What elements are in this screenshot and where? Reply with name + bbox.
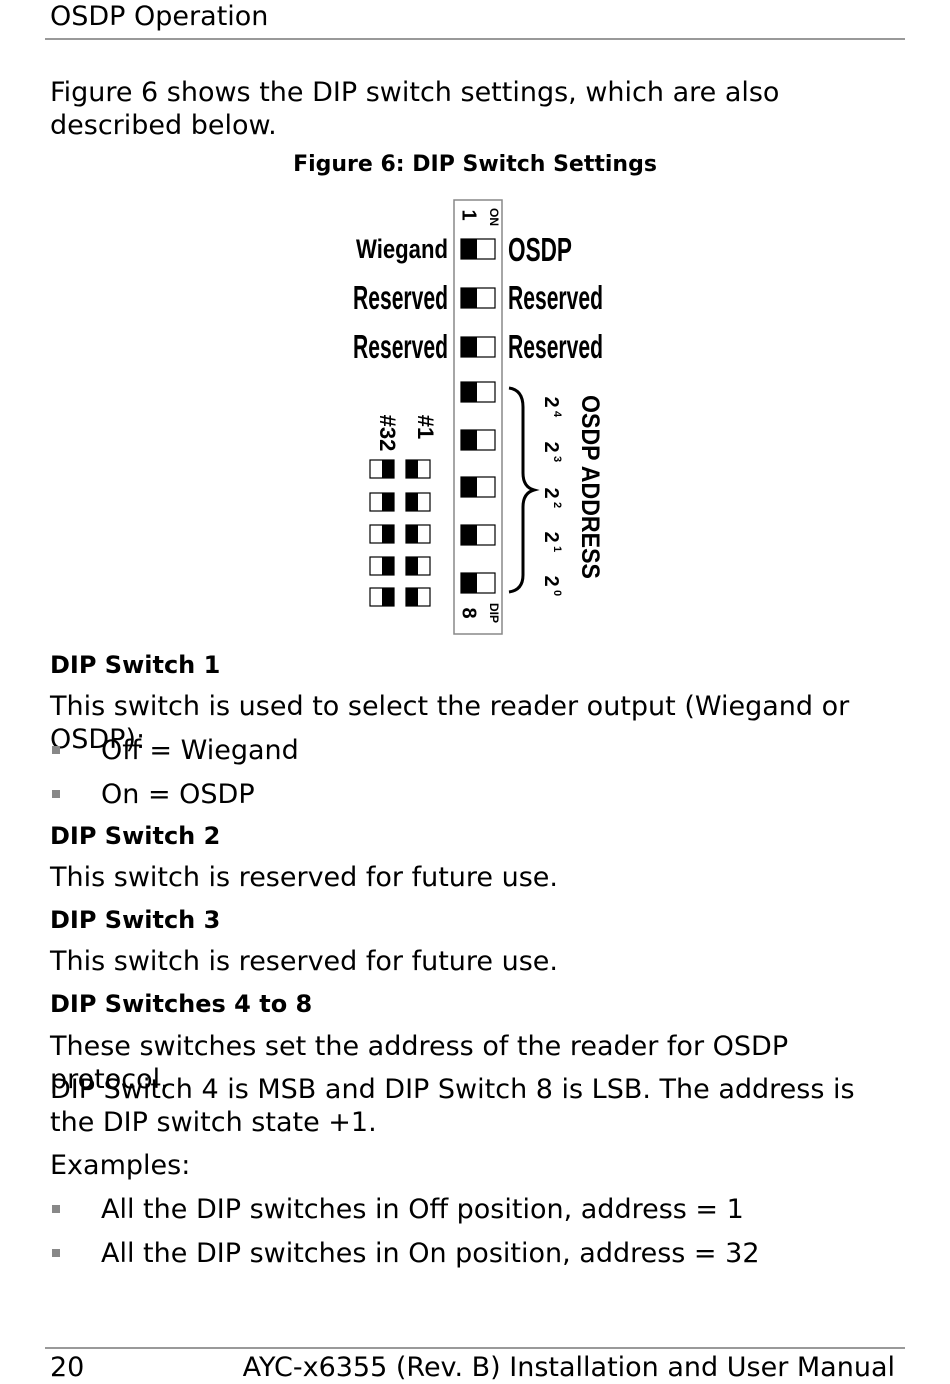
switch-5 [460,429,496,451]
row-3-right-label: Reserved [508,328,603,365]
power-label: 2 [540,575,562,586]
switch-1 [460,238,496,260]
section-text: DIP Switch 4 is MSB and DIP Switch 8 is … [50,1074,855,1138]
row-2-right-label: Reserved [508,279,603,316]
section-heading: DIP Switch 1 [50,651,221,679]
address-brace [508,386,540,594]
power-label: 2 [540,441,562,452]
page-header-title: OSDP Operation [50,1,269,32]
exponent-label: 1 [551,546,563,552]
row-1-left-label: Wiegand [356,234,448,264]
example-1-label: #1 [413,415,438,439]
bullet-text: On = OSDP [101,779,255,810]
dip-label: DIP [487,603,501,623]
bullet-text: All the DIP switches in On position, add… [101,1238,760,1269]
bullet-marker [52,1205,60,1213]
section-text: Examples: [50,1150,191,1181]
row-3-left-label: Reserved [353,328,448,365]
footer-rule [45,1347,905,1349]
bullet-text: Off = Wiegand [101,735,299,766]
exponent-label: 3 [551,456,563,462]
switch-4 [460,381,496,403]
switch-6 [460,476,496,498]
example-32-label: #32 [375,415,400,452]
switch-2 [460,287,496,309]
power-label: 2 [540,487,562,498]
exponent-label: 0 [551,590,563,596]
row-1-right-label: OSDP [508,231,572,268]
header-rule [45,38,905,40]
example-1-switches [405,459,431,607]
figure-caption: Figure 6: DIP Switch Settings [293,152,657,177]
on-label: ON [487,208,501,226]
section-heading: DIP Switch 3 [50,906,221,934]
power-label: 2 [540,531,562,542]
switch-8-label: 8 [458,607,480,618]
power-label: 2 [540,396,562,407]
section-text: This switch is reserved for future use. [50,862,558,893]
example-32-switches [369,459,395,607]
footer-document-title: AYC-x6355 (Rev. B) Installation and User… [242,1352,895,1383]
switch-7 [460,524,496,546]
section-heading: DIP Switch 2 [50,822,221,850]
section-heading: DIP Switches 4 to 8 [50,990,313,1018]
row-2-left-label: Reserved [353,279,448,316]
dip-switch-housing [453,199,503,635]
bullet-marker [52,746,60,754]
bullet-marker [52,790,60,798]
switch-1-label: 1 [458,209,480,220]
switch-3 [460,336,496,358]
section-text: This switch is used to select the reader… [50,691,850,755]
bullet-marker [52,1249,60,1257]
exponent-label: 4 [551,411,563,418]
section-text: This switch is reserved for future use. [50,946,558,977]
bullet-text: All the DIP switches in Off position, ad… [101,1194,744,1225]
section-text: These switches set the address of the re… [50,1031,789,1095]
footer-page-number: 20 [50,1352,85,1383]
switch-8 [460,572,496,594]
osdp-address-label: OSDP ADDRESS [576,395,604,579]
intro-paragraph: Figure 6 shows the DIP switch settings, … [50,77,780,141]
exponent-label: 2 [551,502,563,508]
